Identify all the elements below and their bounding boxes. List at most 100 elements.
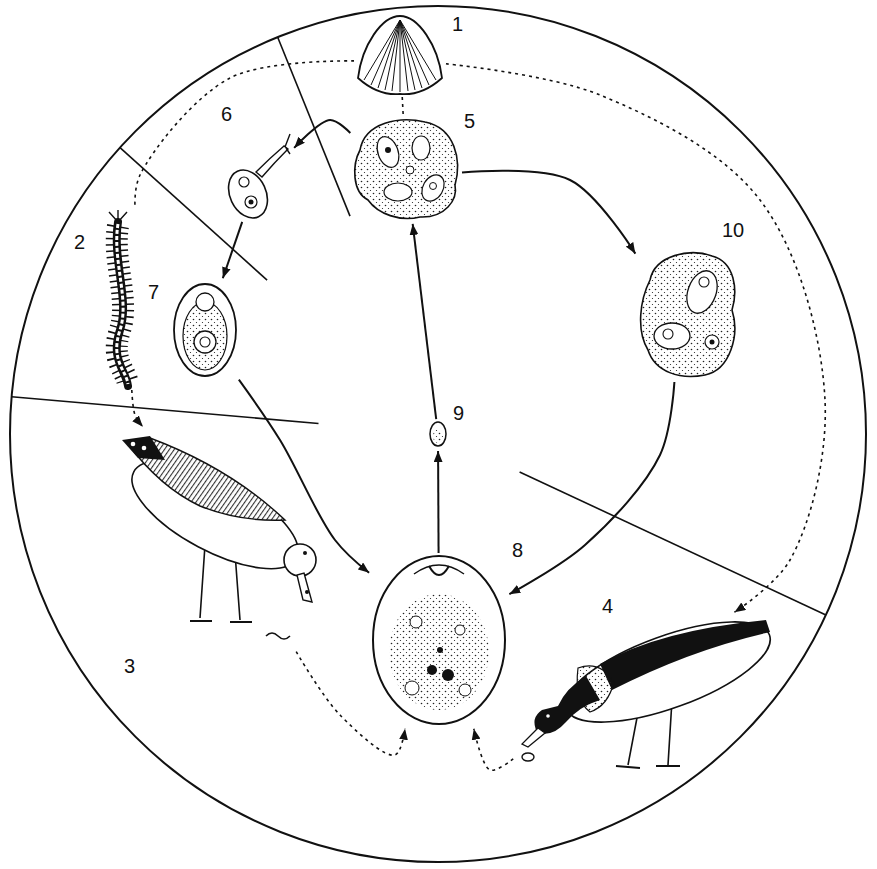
stage-arrow bbox=[223, 222, 242, 278]
host-link-dashed bbox=[474, 729, 513, 771]
stage-figure: 4 bbox=[515, 615, 778, 775]
cyst-body bbox=[183, 302, 227, 370]
egg-spot bbox=[442, 669, 454, 681]
worm-segments bbox=[117, 224, 128, 384]
stage-figure: 10 bbox=[638, 246, 738, 380]
duck-feet bbox=[616, 766, 680, 768]
callout-number: 9 bbox=[453, 403, 464, 423]
host-link-dashed bbox=[135, 61, 354, 206]
stage-arrow bbox=[413, 224, 437, 419]
prey-worm bbox=[266, 633, 290, 639]
ventral-sucker bbox=[194, 331, 216, 353]
outer-circle bbox=[10, 6, 866, 862]
ventral-sucker bbox=[245, 196, 257, 208]
stage-arrow bbox=[294, 120, 350, 148]
shell-ribs bbox=[364, 20, 436, 92]
gull-head bbox=[284, 544, 316, 576]
egg bbox=[373, 556, 505, 724]
duck-back-band bbox=[600, 620, 770, 690]
callout-number: 7 bbox=[148, 282, 159, 302]
stage-figure: 2 bbox=[98, 208, 142, 388]
shelduck bbox=[522, 601, 782, 768]
callout-number: 1 bbox=[452, 14, 463, 34]
sporocyst-mass bbox=[355, 120, 458, 219]
callout-number: 6 bbox=[221, 104, 232, 124]
cercaria-body bbox=[221, 164, 275, 225]
inner-sucker bbox=[699, 277, 709, 287]
gull-beak bbox=[297, 573, 312, 602]
egg-shell bbox=[373, 556, 505, 724]
shell-outline bbox=[358, 16, 442, 94]
small-egg bbox=[430, 422, 446, 446]
sucker-ring bbox=[200, 337, 210, 347]
cyst-wall bbox=[174, 284, 236, 376]
mass-outline bbox=[355, 120, 458, 219]
inner-cercaria bbox=[654, 323, 690, 349]
gull-eye bbox=[303, 551, 307, 555]
inner-cell bbox=[385, 147, 391, 153]
callout-number: 5 bbox=[464, 111, 475, 131]
callout-number: 10 bbox=[722, 220, 744, 240]
egg-cap bbox=[429, 566, 449, 575]
stage-figure: 9 bbox=[429, 421, 447, 447]
egg-vacuole bbox=[410, 616, 422, 628]
stage-figure: 6 bbox=[225, 132, 291, 220]
inner-cell bbox=[705, 335, 719, 349]
inner-cercaria bbox=[373, 134, 403, 171]
gull-wingtip bbox=[122, 436, 165, 460]
callout-number: 4 bbox=[602, 596, 613, 616]
gull-feet bbox=[190, 621, 252, 622]
stage-figure: 7 bbox=[172, 282, 238, 378]
metacercaria-cyst bbox=[174, 284, 236, 376]
inner-cercaria bbox=[681, 267, 722, 318]
small-egg-content bbox=[433, 429, 443, 443]
miracidium bbox=[389, 594, 489, 710]
sector-line bbox=[12, 397, 319, 424]
oral-sucker bbox=[196, 293, 214, 311]
inner-cercaria bbox=[412, 136, 430, 160]
prey-clam bbox=[522, 753, 534, 761]
callout-number: 8 bbox=[512, 540, 523, 560]
oral-sucker bbox=[239, 177, 249, 187]
inner-cercaria bbox=[384, 183, 412, 201]
wingtip-spot bbox=[142, 446, 147, 451]
inner-sucker bbox=[663, 329, 673, 339]
stage-figure: 8 bbox=[372, 555, 506, 725]
host-link-dashed bbox=[296, 652, 405, 756]
gull bbox=[117, 436, 316, 639]
inner-cell bbox=[430, 183, 437, 190]
cercaria-tail bbox=[256, 146, 288, 177]
duck-eye bbox=[546, 714, 550, 718]
sporocyst-outline bbox=[641, 253, 735, 377]
stage-figure: 3 bbox=[120, 430, 318, 650]
duck-head bbox=[534, 676, 600, 734]
stage-arrow bbox=[462, 171, 635, 254]
inner-cercaria bbox=[417, 171, 448, 205]
tail-fork bbox=[285, 134, 290, 154]
inner-cell bbox=[406, 166, 414, 174]
stage-figure: 5 bbox=[352, 117, 460, 220]
sporocyst bbox=[641, 253, 735, 377]
egg-spot bbox=[437, 647, 443, 653]
host-link-dashed bbox=[446, 64, 825, 612]
duck-bill bbox=[522, 728, 545, 747]
worm-tentacles bbox=[109, 210, 127, 222]
egg-vacuole bbox=[405, 681, 419, 695]
sucker-core bbox=[249, 200, 254, 205]
sector-line bbox=[520, 472, 826, 615]
callout-number: 2 bbox=[74, 232, 85, 252]
callout-number: 3 bbox=[124, 656, 135, 676]
cockle-shell bbox=[358, 16, 442, 94]
egg-vacuole bbox=[459, 684, 471, 696]
stage-arrow bbox=[239, 380, 369, 573]
stage-arrow bbox=[437, 451, 439, 553]
beak-spot bbox=[305, 590, 309, 594]
stage-arrow bbox=[509, 382, 674, 594]
worm-body bbox=[117, 222, 128, 386]
duck-body bbox=[554, 601, 782, 743]
inner-cell-core bbox=[710, 340, 715, 345]
